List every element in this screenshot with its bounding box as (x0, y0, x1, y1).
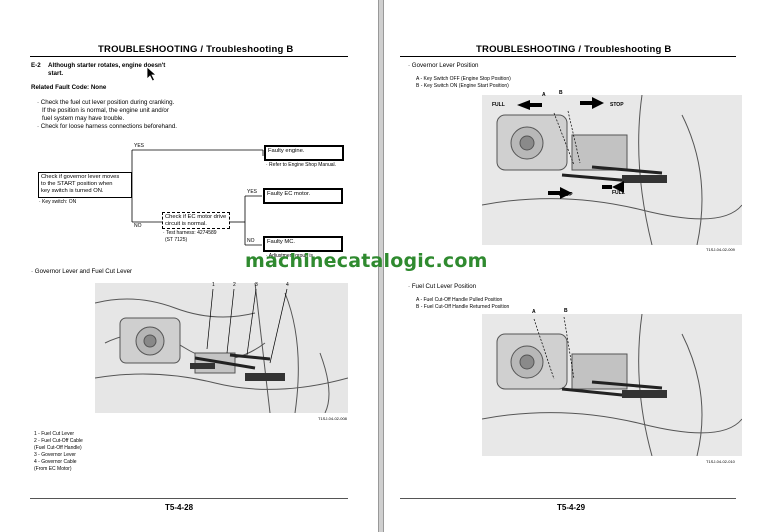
page-header-right: TROUBLESHOOTING / Troubleshooting B (476, 44, 672, 55)
related-fault-code: Related Fault Code: None (31, 84, 107, 91)
check-text-1: Check the fuel cut lever position during… (40, 99, 175, 106)
page-gutter (378, 0, 384, 532)
page-number-right: T5-4-29 (557, 503, 586, 512)
figure1-code: T1SJ-04-02-009 (706, 247, 735, 252)
check-text-2: If the position is normal, the engine un… (42, 107, 169, 114)
check-line-1: · Check the fuel cut lever position duri… (37, 99, 175, 106)
right-page: TROUBLESHOOTING / Troubleshooting B · Go… (384, 0, 768, 532)
problem-text-line2: start. (48, 70, 64, 77)
flow-faulty-ec-box: Faulty EC motor. (263, 188, 343, 204)
mouse-cursor-icon (146, 66, 158, 82)
figure2-code: T1SJ-04-02-010 (706, 459, 735, 464)
footer-rule-right (400, 498, 736, 499)
label-b-fuel: B (564, 308, 568, 314)
flow-ec-line-1: Check if EC motor drive (165, 214, 227, 220)
problem-code: E-2 (31, 62, 41, 69)
figure-title-line: · Governor Lever and Fuel Cut Lever (31, 268, 133, 275)
flow-no-2: NO (247, 238, 255, 244)
legend-1: 1 - Fuel Cut Lever (34, 431, 75, 437)
section2-item-b: B - Fuel Cut-Off Handle Returned Positio… (416, 304, 510, 310)
flow-yes-2: YES (247, 189, 258, 195)
section1-item-b: B - Key Switch ON (Engine Start Position… (416, 83, 509, 89)
left-page: TROUBLESHOOTING / Troubleshooting B E-2 … (0, 0, 378, 532)
label-full-top: FULL (492, 102, 505, 108)
legend-2b: (Fuel Cut-Off Handle) (34, 445, 82, 451)
legend-2: 2 - Fuel Cut-Off Cable (34, 438, 83, 444)
section2-title-line: · Fuel Cut Lever Position (408, 283, 477, 290)
flow-ec-check-box: Check if EC motor drive circuit is norma… (162, 212, 230, 229)
governor-lever-position-photo (482, 95, 742, 245)
callout-3: 3 (255, 282, 258, 288)
flow-ec-note-1: · Test harness: 4274589 (163, 230, 217, 236)
page-number: T5-4-28 (165, 503, 194, 512)
flow-faulty-engine-box: Faulty engine. (264, 145, 344, 161)
flow-start-line-2: to the START position when (41, 181, 113, 187)
figure-title: Governor Lever and Fuel Cut Lever (34, 268, 133, 275)
section1-title: Governor Lever Position (411, 62, 479, 69)
check-text-4: Check for loose harness connections befo… (40, 123, 177, 130)
page-header: TROUBLESHOOTING / Troubleshooting B (98, 44, 294, 55)
header-rule (30, 56, 348, 57)
callout-4: 4 (286, 282, 289, 288)
section2-item-a: A - Fuel Cut-Off Handle Pulled Position (416, 297, 503, 303)
flow-ec-note-2: (ST 7125) (165, 237, 188, 243)
flow-start-line-1: Check if governor lever moves (41, 174, 120, 180)
footer-rule (30, 498, 348, 499)
legend-3: 3 - Governor Lever (34, 452, 76, 458)
fuel-cut-lever-position-photo (482, 314, 742, 456)
label-stop-bottom: STOP (559, 192, 573, 198)
label-b-top: B (559, 90, 563, 96)
label-full-bottom: FULL (612, 190, 625, 196)
label-a-fuel: A (532, 309, 536, 315)
governor-arrows (517, 97, 624, 199)
callout-2: 2 (233, 282, 236, 288)
flow-mc-note-1: · Adjustment group is (266, 253, 313, 259)
section1-item-a: A - Key Switch OFF (Engine Stop Position… (416, 76, 511, 82)
section2-title: Fuel Cut Lever Position (411, 283, 477, 290)
figure-code: T1SJ-04-02-008 (318, 416, 347, 421)
check-text-3: fuel system may have trouble. (42, 115, 125, 122)
flow-engine-note: · Refer to Engine Shop Manual. (266, 162, 337, 168)
flow-ec-line-2: circuit is normal. (165, 221, 207, 227)
flow-yes-1: YES (134, 143, 145, 149)
check-line-4: · Check for loose harness connections be… (37, 123, 177, 130)
label-a-top: A (542, 92, 546, 98)
label-stop-right: STOP (610, 102, 624, 108)
flow-start-line-3: key switch is turned ON. (41, 188, 104, 194)
callout-1: 1 (212, 282, 215, 288)
governor-fuel-cut-lever-photo (95, 283, 348, 413)
header-rule-right (400, 56, 736, 57)
flow-no-1: NO (134, 223, 142, 229)
watermark-text: machinecatalogic.com (245, 250, 488, 272)
problem-text-line1: Although starter rotates, engine doesn't (48, 62, 166, 69)
flow-start-box: Check if governor lever moves to the STA… (38, 172, 132, 198)
section1-title-line: · Governor Lever Position (408, 62, 479, 69)
flow-start-note: · Key switch: ON (39, 199, 77, 205)
legend-4: 4 - Governor Cable (34, 459, 77, 465)
flow-faulty-mc-box: Faulty MC. (263, 236, 343, 252)
flow-mc-note-2: ... (266, 259, 271, 265)
legend-4b: (From EC Motor) (34, 466, 72, 472)
